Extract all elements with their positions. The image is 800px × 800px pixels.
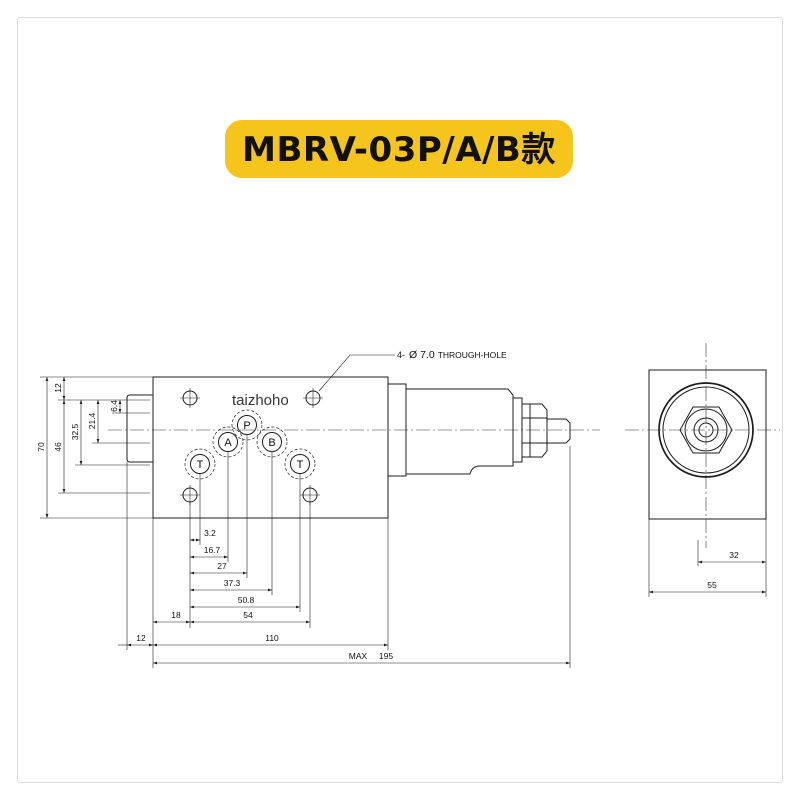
dim-b-port-horizontal: 37.3	[224, 578, 241, 588]
port-bore	[290, 454, 310, 474]
title-background	[225, 120, 573, 178]
left-stub	[126, 394, 153, 463]
dim-ab-port-vertical: 21.4	[87, 412, 97, 429]
left-dimensions: 70 12 46 32.5 21.4 6.4	[36, 376, 153, 519]
port-bore	[262, 432, 282, 452]
port-seal-ring	[184, 448, 216, 480]
screw-inner	[698, 422, 714, 438]
port-p: P	[231, 409, 263, 441]
watermark: taizhoho	[232, 392, 289, 409]
port-seal-ring	[212, 426, 244, 458]
port-bore	[237, 415, 257, 435]
dim-max-length: 195	[379, 651, 393, 661]
port-b: B	[256, 426, 288, 458]
side-view: 32 55	[625, 343, 780, 597]
dim-total-height: 70	[36, 442, 46, 452]
port-a: A	[212, 426, 244, 458]
port-label-t: T	[297, 459, 304, 471]
lock-nut	[521, 403, 548, 458]
dim-hole-offset: 18	[171, 610, 181, 620]
port-label-t: T	[197, 459, 204, 471]
port-bore	[190, 454, 210, 474]
port-t-left: T	[184, 448, 216, 480]
page-frame	[17, 17, 783, 783]
mounting-hole-top-right	[303, 388, 323, 408]
port-seal-ring	[231, 409, 263, 441]
dim-block-length: 110	[265, 633, 279, 643]
dim-hole-spacing-horizontal: 54	[243, 610, 253, 620]
dim-max-label: MAX	[349, 651, 368, 661]
mounting-hole-top-left	[180, 388, 200, 408]
port-label-b: B	[268, 437, 275, 449]
dim-center-offset: 32	[729, 550, 739, 560]
dim-p-port-horizontal: 27	[217, 561, 227, 571]
body-inner-ring	[662, 386, 750, 474]
dim-t-port-horizontal: 3.2	[204, 528, 216, 538]
dim-t-port-vertical: 32.5	[70, 423, 80, 440]
port-t-right: T	[284, 448, 316, 480]
port-label-p: P	[243, 420, 250, 432]
dim-side-width: 55	[707, 580, 717, 590]
callout-diameter: Ø 7.0	[409, 349, 435, 361]
port-seal-ring	[256, 426, 288, 458]
page-title: MBRV-03P/A/B款	[242, 130, 556, 170]
port-seal-ring	[284, 448, 316, 480]
port-bore	[218, 432, 238, 452]
adjusting-screw	[547, 418, 571, 444]
callout-count: 4-	[397, 350, 405, 360]
bottom-dimensions: 3.2 16.7 27 37.3 50.8 54 18 12 110 MAX 1…	[118, 435, 571, 668]
dim-hole-spacing-vertical: 46	[53, 442, 63, 452]
hex-nut	[679, 406, 733, 454]
screw-outer	[693, 417, 719, 443]
title-badge: MBRV-03P/A/B款	[225, 120, 573, 178]
side-dimensions: 32 55	[648, 519, 767, 597]
adjuster-body	[387, 383, 514, 477]
callout-leader	[318, 354, 395, 392]
dim-top-offset: 12	[53, 383, 63, 393]
callout-type: THROUGH-HOLE	[438, 350, 507, 360]
dim-p-port-vertical: 6.4	[109, 400, 119, 412]
port-label-a: A	[224, 437, 232, 449]
body-outer-ring	[658, 382, 754, 478]
side-block-outline	[648, 369, 767, 520]
dim-t2-port-horizontal: 50.8	[238, 595, 255, 605]
nut-bore	[684, 408, 728, 452]
dim-left-stub: 12	[136, 633, 146, 643]
dim-a-port-horizontal: 16.7	[204, 545, 221, 555]
